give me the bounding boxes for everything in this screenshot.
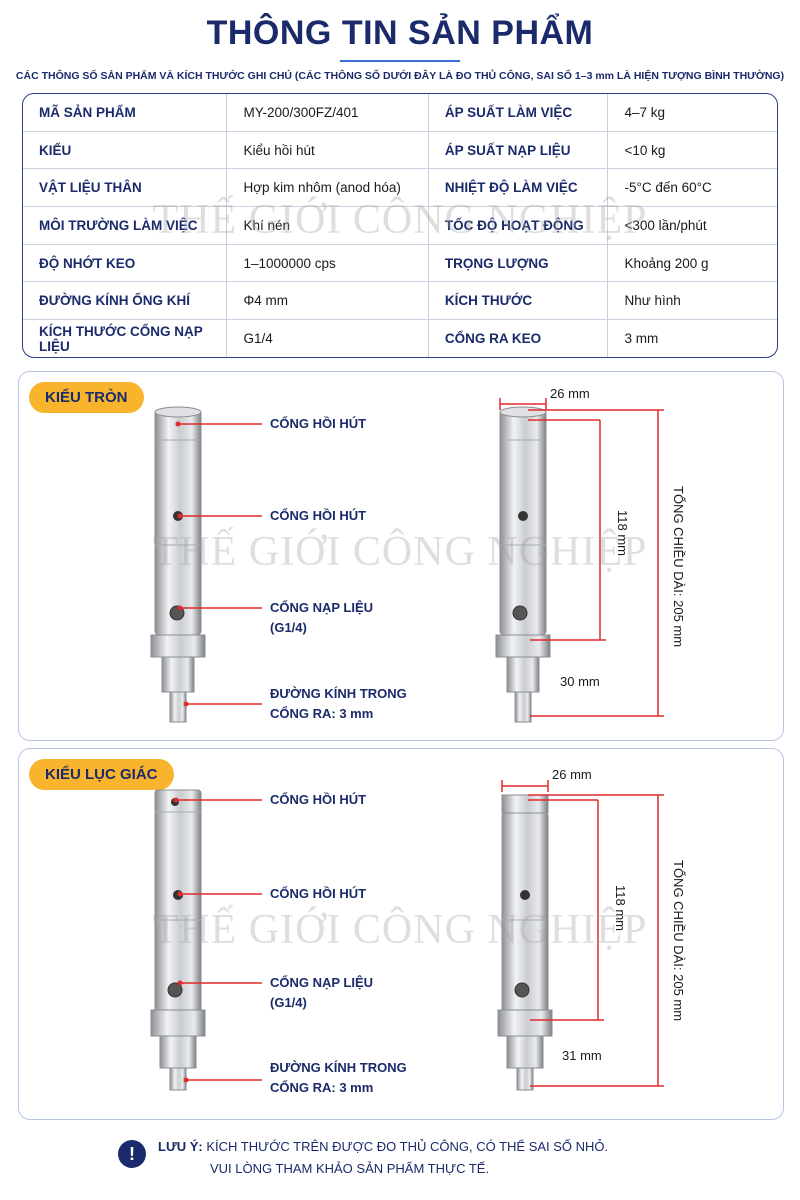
hex-callout-lines [176, 799, 262, 1081]
hex-dimension-lines [501, 780, 664, 1087]
spec-value: Khoảng 200 g [624, 255, 709, 271]
round-callout-outlet: CỔNG RA: 3 mm [270, 706, 374, 721]
note-line-2: VUI LÒNG THAM KHẢO SẢN PHẨM THỰC TẾ. [210, 1161, 490, 1176]
note-label: LƯU Ý: [158, 1139, 203, 1154]
round-type-panel: KIỂU TRÒN [18, 371, 784, 741]
round-callout-feed-port: CỔNG NẠP LIỆU [270, 600, 374, 615]
spec-value: 1–1000000 cps [227, 244, 429, 282]
spec-label: KÍCH THƯỚC [429, 282, 609, 320]
round-valve-right [495, 406, 551, 723]
hex-callout-feed-port: CỔNG NẠP LIỆU [270, 975, 374, 990]
spec-value: -5°C đến 60°C [624, 180, 712, 196]
hex-dim-width: 26 mm [552, 767, 592, 782]
table-row: VẬT LIỆU THÂN Hợp kim nhôm (anod hóa) NH… [23, 169, 777, 208]
spec-value: Như hình [624, 293, 681, 309]
page-subtitle: CÁC THÔNG SỐ SẢN PHẨM VÀ KÍCH THƯỚC GHI … [15, 70, 785, 82]
hex-callout-dots [173, 797, 189, 1083]
spec-value: <300 lần/phút [624, 217, 707, 233]
spec-value: Kiểu hồi hút [227, 131, 429, 169]
hex-valve-left [150, 789, 206, 1091]
spec-value: 3 mm [624, 331, 659, 347]
spec-label: ĐƯỜNG KÍNH ỐNG KHÍ [23, 282, 228, 320]
spec-label: MÃ SẢN PHẨM [23, 94, 228, 131]
spec-value: <10 kg [624, 142, 666, 158]
hex-dim-total-length: TỔNG CHIỀU DÀI: 205 mm [671, 860, 686, 1022]
round-dim-total-length: TỔNG CHIỀU DÀI: 205 mm [671, 486, 686, 648]
spec-value: Khí nén [227, 207, 429, 244]
round-callout-suction-mid: CỔNG HỒI HÚT [270, 508, 367, 523]
table-row: MÃ SẢN PHẨM MY-200/300FZ/401 ÁP SUẤT LÀM… [23, 94, 777, 132]
spec-table: MÃ SẢN PHẨM MY-200/300FZ/401 ÁP SUẤT LÀM… [22, 93, 778, 358]
hex-dim-body-length: 118 mm [613, 885, 628, 931]
note-block: LƯU Ý: KÍCH THƯỚC TRÊN ĐƯỢC ĐO THỦ CÔNG,… [158, 1136, 798, 1180]
round-callout-lines [178, 423, 262, 705]
alert-icon: ! [118, 1140, 146, 1168]
round-valve-left [150, 406, 206, 723]
round-dim-bottom-length: 30 mm [560, 674, 600, 689]
spec-value: MY-200/300FZ/401 [227, 94, 429, 131]
table-row: ĐỘ NHỚT KEO 1–1000000 cps TRỌNG LƯỢNG Kh… [23, 244, 777, 283]
hex-valve-right [497, 794, 553, 1091]
spec-label: TỐC ĐỘ HOẠT ĐỘNG [429, 207, 609, 244]
hex-callout-inner-diameter: ĐƯỜNG KÍNH TRONG [270, 1060, 407, 1075]
round-type-badge: KIỂU TRÒN [29, 382, 144, 413]
round-callout-dots [175, 421, 189, 707]
page-title: THÔNG TIN SẢN PHẨM [206, 14, 594, 52]
spec-value: Φ4 mm [227, 282, 429, 320]
spec-value: G1/4 [227, 320, 429, 357]
round-dimension-lines [499, 398, 664, 717]
round-callout-suction-top: CỔNG HỒI HÚT [270, 416, 367, 431]
hex-dim-bottom-length: 31 mm [562, 1048, 602, 1063]
spec-label: TRỌNG LƯỢNG [429, 244, 609, 282]
spec-label: CỔNG RA KEO [429, 320, 609, 357]
title-underline [340, 60, 460, 62]
spec-label: MÔI TRƯỜNG LÀM VIỆC [23, 207, 228, 244]
spec-label: NHIỆT ĐỘ LÀM VIỆC [429, 169, 609, 207]
note-line-1: KÍCH THƯỚC TRÊN ĐƯỢC ĐO THỦ CÔNG, CÓ THỂ… [206, 1139, 609, 1154]
hex-callout-suction-mid: CỔNG HỒI HÚT [270, 886, 367, 901]
round-callout-inner-diameter: ĐƯỜNG KÍNH TRONG [270, 686, 407, 701]
hex-callout-suction-top: CỔNG HỒI HÚT [270, 792, 367, 807]
spec-value: Hợp kim nhôm (anod hóa) [227, 169, 429, 207]
spec-label: KÍCH THƯỚC CỔNG NẠP LIỆU [23, 320, 228, 357]
spec-label: ĐỘ NHỚT KEO [23, 244, 228, 282]
round-callout-feed-port-size: (G1/4) [270, 620, 307, 635]
spec-label: VẬT LIỆU THÂN [23, 169, 228, 207]
hex-type-badge: KIỂU LỤC GIÁC [29, 759, 174, 790]
hex-callout-feed-port-size: (G1/4) [270, 995, 307, 1010]
table-row: KÍCH THƯỚC CỔNG NẠP LIỆU G1/4 CỔNG RA KE… [23, 320, 777, 357]
hex-callout-outlet: CỔNG RA: 3 mm [270, 1080, 374, 1095]
round-dim-width: 26 mm [550, 386, 590, 401]
table-row: MÔI TRƯỜNG LÀM VIỆC Khí nén TỐC ĐỘ HOẠT … [23, 207, 777, 245]
spec-label: KIỂU [23, 131, 228, 169]
table-row: KIỂU Kiểu hồi hút ÁP SUẤT NẠP LIỆU <10 k… [23, 131, 777, 170]
spec-value: 4–7 kg [624, 104, 665, 120]
hex-type-panel: KIỂU LỤC GIÁC [18, 748, 784, 1120]
round-dim-body-length: 118 mm [615, 510, 630, 556]
table-row: ĐƯỜNG KÍNH ỐNG KHÍ Φ4 mm KÍCH THƯỚC Như … [23, 282, 777, 321]
spec-label: ÁP SUẤT NẠP LIỆU [429, 131, 609, 169]
spec-label: ÁP SUẤT LÀM VIỆC [429, 94, 609, 131]
